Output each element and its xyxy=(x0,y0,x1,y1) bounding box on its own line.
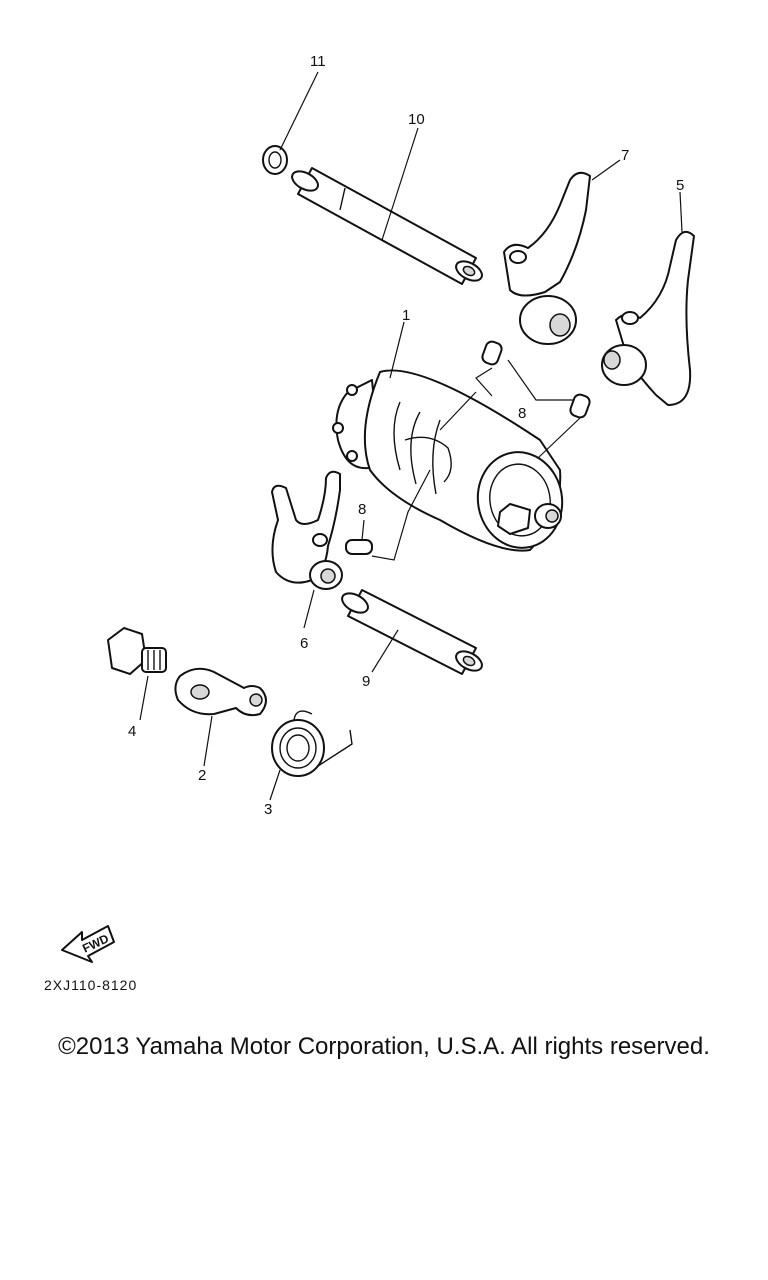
circlip-part xyxy=(262,145,288,175)
callout-7: 7 xyxy=(621,147,629,164)
stopper-lever-part xyxy=(174,667,267,717)
callout-8-lower: 8 xyxy=(358,501,366,518)
shift-cam-drum-part xyxy=(332,369,564,552)
callout-2: 2 xyxy=(198,767,206,784)
callout-10: 10 xyxy=(408,111,425,128)
guide-pins-part xyxy=(345,340,591,555)
callout-4: 4 xyxy=(128,723,136,740)
copyright-notice: ©2013 Yamaha Motor Corporation, U.S.A. A… xyxy=(58,1033,710,1060)
diagram-code: 2XJ110-8120 xyxy=(44,977,138,993)
callout-labels: 11 10 7 5 1 8 8 6 9 4 2 3 xyxy=(128,53,684,818)
callout-1: 1 xyxy=(402,307,410,324)
callout-9: 9 xyxy=(362,673,370,690)
shift-fork-6-part xyxy=(271,470,343,590)
callout-6: 6 xyxy=(300,635,308,652)
guide-bar-lower-part xyxy=(341,589,483,675)
shift-fork-5-part xyxy=(601,230,695,406)
callout-8-upper: 8 xyxy=(518,405,526,422)
fwd-arrow-icon: FWD xyxy=(61,925,115,963)
exploded-parts-diagram: 11 10 7 5 1 8 8 6 9 4 2 3 FWD xyxy=(61,53,695,963)
shift-fork-7-part xyxy=(503,171,591,345)
torsion-spring-part xyxy=(271,710,353,777)
bolt-part xyxy=(107,627,167,675)
callout-11: 11 xyxy=(310,53,326,70)
callout-5: 5 xyxy=(676,177,684,194)
leader-lines xyxy=(139,71,683,801)
callout-3: 3 xyxy=(264,801,272,818)
